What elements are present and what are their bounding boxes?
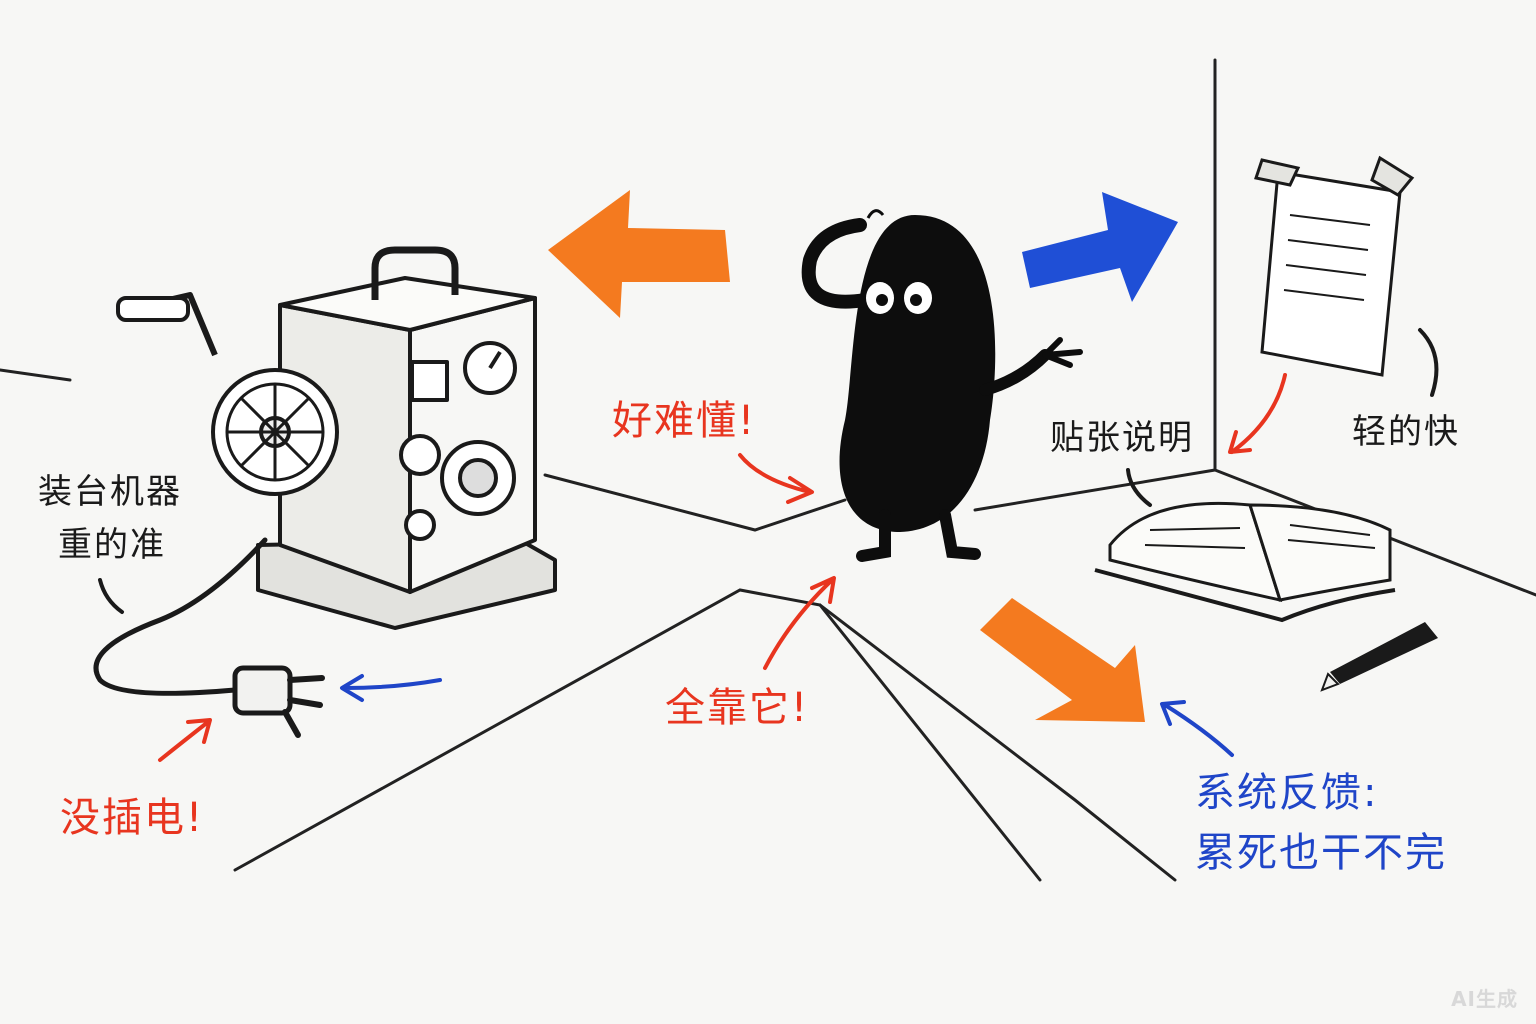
pen-icon xyxy=(1320,622,1438,692)
pointer-arrows xyxy=(98,328,1439,762)
orange-arrow-down-right xyxy=(980,598,1145,722)
machine-label-line2: 重的准 xyxy=(58,525,166,565)
open-book-icon xyxy=(1094,501,1396,623)
note-paper-icon xyxy=(1254,155,1415,377)
feedback-label-line1: 系统反馈: xyxy=(1195,770,1379,816)
unplugged-cable-icon xyxy=(93,537,325,738)
rely-on-it-label: 全靠它! xyxy=(665,685,810,731)
watermark: AI生成 xyxy=(1451,987,1518,1011)
hard-to-understand-label: 好难懂! xyxy=(612,398,757,444)
feedback-label-line2: 累死也干不完 xyxy=(1195,830,1447,876)
machine-label-line1: 装台机器 xyxy=(38,472,182,512)
unplugged-label: 没插电! xyxy=(60,795,205,841)
orange-arrow-left xyxy=(548,190,730,318)
light-fast-label: 轻的快 xyxy=(1352,412,1460,452)
post-instructions-label: 贴张说明 xyxy=(1050,418,1194,458)
confused-character-icon xyxy=(801,209,1083,562)
blue-arrow-right xyxy=(1022,192,1178,302)
crank-machine-icon xyxy=(116,246,557,630)
